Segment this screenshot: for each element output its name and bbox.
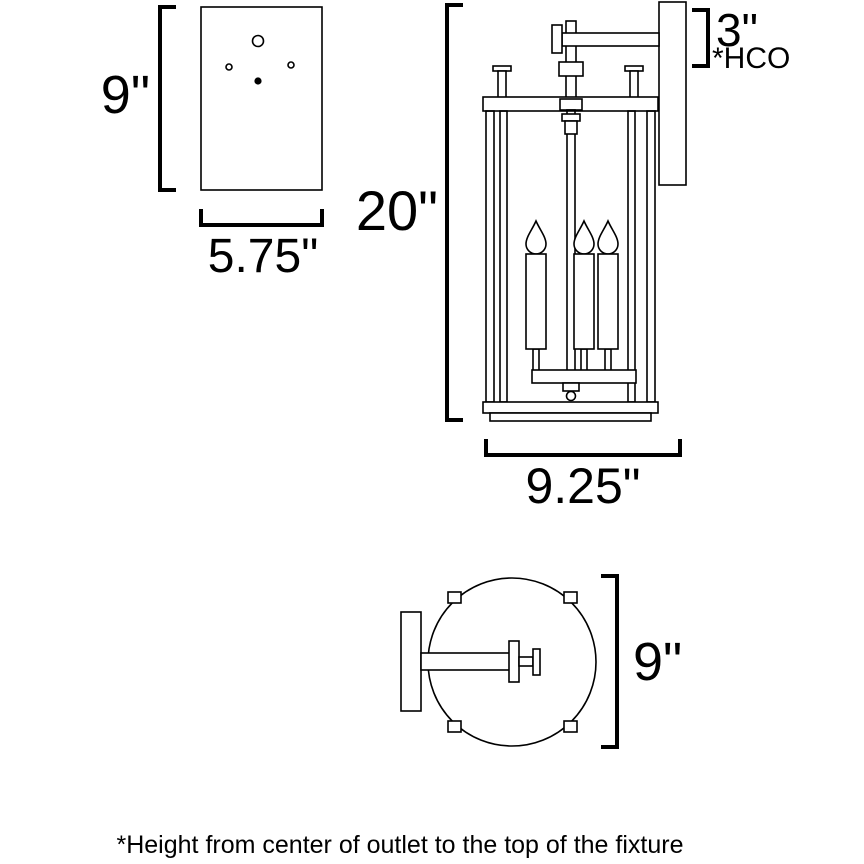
- mount-hole-left: [225, 63, 233, 71]
- mount-hole-center: [254, 77, 262, 85]
- candle-left: [525, 219, 547, 350]
- fixture-height-label: 20": [356, 179, 438, 242]
- wall-plate: [658, 1, 687, 186]
- candle-cluster-bar: [531, 369, 637, 384]
- fixture-height-bracket: [445, 3, 463, 422]
- bottom-knob: [565, 390, 577, 402]
- stem-mount: [559, 98, 583, 111]
- bottom-band: [482, 401, 659, 414]
- candle-stem-middle: [580, 348, 588, 373]
- fixture-width-label: 9.25": [525, 458, 640, 514]
- top-view: 9": [400, 574, 682, 749]
- left-post: [497, 70, 507, 99]
- tab-bottom-left: [447, 720, 462, 733]
- footnote: *Height from center of outlet to the top…: [117, 831, 684, 859]
- right-post: [629, 70, 639, 99]
- arm-extension-top: [518, 656, 534, 667]
- hanger-joint: [558, 61, 584, 77]
- stem-collar-lower: [564, 120, 578, 135]
- tab-top-right: [563, 591, 578, 604]
- arm-cap-top: [532, 648, 541, 676]
- backplate-width-label: 5.75": [208, 230, 318, 283]
- backplate-width-bracket: [199, 209, 324, 227]
- tab-top-left: [447, 591, 462, 604]
- candle-right: [597, 219, 619, 350]
- candle-stem-right: [604, 348, 612, 373]
- backplate-height-bracket: [158, 5, 176, 192]
- hco-bracket: [692, 8, 710, 68]
- candle-stem-left: [532, 348, 540, 373]
- mount-hole-top: [251, 34, 265, 48]
- rail-front-right: [646, 110, 656, 403]
- mounting-arm: [561, 32, 660, 47]
- backplate-view: 9" 5.75": [101, 5, 324, 283]
- bulb-flame-middle: [573, 219, 595, 255]
- hco-label: 3": [716, 4, 758, 56]
- candle-body-right: [597, 253, 619, 350]
- rail-back-right: [627, 110, 636, 403]
- candle-body-middle: [573, 253, 595, 350]
- backplate-height-label: 9": [101, 65, 150, 125]
- rail-front-left: [485, 110, 495, 403]
- hco-note: *HCO: [712, 42, 790, 75]
- arm-joint-top: [508, 640, 520, 683]
- bottom-finial: [562, 382, 580, 392]
- mount-hole-right: [287, 61, 295, 69]
- candle-middle: [573, 219, 595, 350]
- topview-depth-bracket: [601, 574, 619, 749]
- wall-plate-top: [400, 611, 422, 712]
- bulb-flame-right: [597, 219, 619, 255]
- bottom-base: [489, 412, 652, 422]
- tab-bottom-right: [563, 720, 578, 733]
- arm-top: [420, 652, 514, 671]
- arm-end-cap: [551, 24, 563, 54]
- rail-back-left: [499, 110, 508, 403]
- fixture-width-bracket: [484, 439, 682, 457]
- side-view: 20" 3" *HCO 9.25": [356, 1, 790, 514]
- backplate-outline: [200, 6, 323, 191]
- topview-depth-label: 9": [633, 632, 682, 692]
- bulb-flame-left: [525, 219, 547, 255]
- stem-collar-upper: [561, 113, 581, 122]
- candle-body-left: [525, 253, 547, 350]
